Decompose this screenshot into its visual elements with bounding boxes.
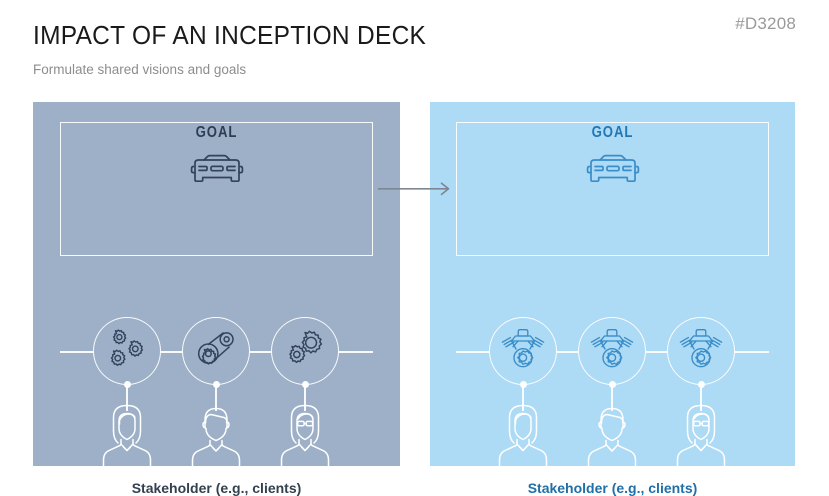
two-gears-icon (283, 330, 327, 373)
node-before-1[interactable] (93, 317, 161, 385)
goal-box-before (60, 122, 373, 256)
node-dot (212, 381, 220, 388)
node-stem (522, 385, 524, 411)
goal-label-after: GOAL (591, 124, 634, 141)
page-code: #D3208 (735, 14, 796, 33)
node-stem (700, 385, 702, 411)
slide-canvas: #D3208 IMPACT OF AN INCEPTION DECK Formu… (33, 14, 796, 496)
panel-before[interactable]: GOAL (33, 102, 400, 496)
goal-label-before: GOAL (195, 124, 238, 141)
node-after-2[interactable] (578, 317, 646, 385)
engine-icon (589, 327, 635, 376)
person-short-hair-icon (184, 402, 248, 470)
goal-box-after (456, 122, 769, 256)
page-title: IMPACT OF AN INCEPTION DECK (33, 22, 427, 50)
transition-arrow (377, 181, 454, 202)
node-stem (126, 385, 128, 411)
node-after-1[interactable] (489, 317, 557, 385)
node-before-3[interactable] (271, 317, 339, 385)
person-long-hair-icon (95, 402, 159, 470)
node-dot (123, 381, 131, 388)
person-long-hair-icon (491, 402, 555, 470)
node-stem (304, 385, 306, 411)
panel-after[interactable]: GOAL (430, 102, 795, 496)
caption-after: Stakeholder (e.g., clients) (527, 480, 698, 496)
node-dot (697, 381, 705, 388)
person-glasses-icon (273, 402, 337, 470)
node-circle (271, 317, 339, 385)
car-icon (586, 154, 640, 193)
belt-pulley-icon (195, 329, 237, 374)
node-dot (301, 381, 309, 388)
person-glasses-icon (669, 402, 733, 470)
node-stem (215, 385, 217, 411)
node-dot (519, 381, 527, 388)
engine-icon (500, 327, 546, 376)
node-dot (608, 381, 616, 388)
engine-icon (678, 327, 724, 376)
page-subtitle: Formulate shared visions and goals (33, 62, 247, 77)
caption-before: Stakeholder (e.g., clients) (131, 480, 302, 496)
gears-cluster-icon (105, 329, 149, 374)
node-before-2[interactable] (182, 317, 250, 385)
person-short-hair-icon (580, 402, 644, 470)
car-icon (190, 154, 244, 193)
node-stem (611, 385, 613, 411)
node-after-3[interactable] (667, 317, 735, 385)
